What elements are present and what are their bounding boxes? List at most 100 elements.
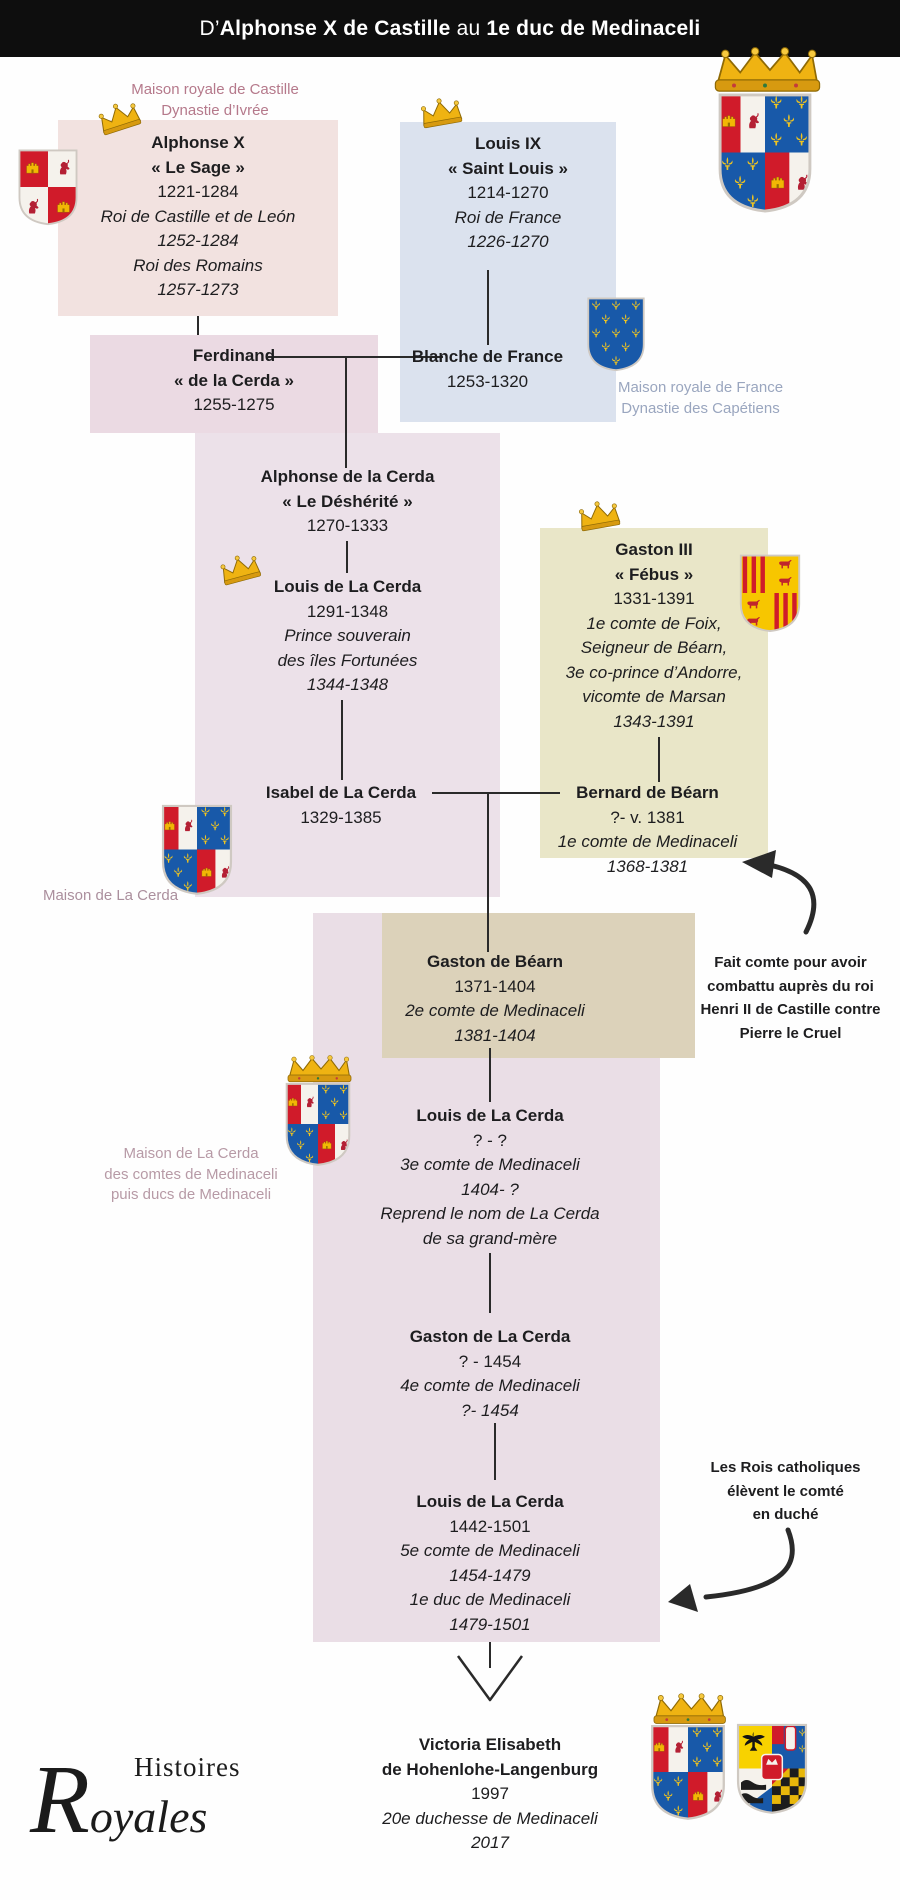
text-line: 1e comte de Medinaceli bbox=[557, 832, 738, 851]
text-line: 1291-1348 bbox=[306, 601, 389, 621]
text-line: Louis de La Cerda bbox=[416, 1492, 564, 1511]
text-line: Louis de La Cerda bbox=[273, 577, 422, 596]
group-box-castille bbox=[58, 120, 338, 316]
text-line: Gaston III bbox=[615, 540, 693, 559]
text-line: ? - 1454 bbox=[458, 1351, 522, 1371]
text-line: 1253-1320 bbox=[446, 371, 529, 391]
text-line: Louis de La Cerda bbox=[416, 1106, 564, 1125]
text-line: « Saint Louis » bbox=[448, 158, 568, 178]
text-line: ? - ? bbox=[472, 1130, 508, 1150]
group-box-foix-bearn bbox=[540, 528, 768, 858]
label-maison-la-cerda: Maison de La Cerda bbox=[28, 886, 193, 907]
brand-logo: Royales Histoires bbox=[30, 1738, 260, 1868]
group-box-ferdinand bbox=[90, 335, 378, 433]
shield-castile-leon-icon bbox=[18, 149, 78, 226]
connector-line bbox=[487, 792, 489, 952]
shield-medinaceli-crowned-icon bbox=[643, 1692, 733, 1821]
text-line: Ferdinand bbox=[192, 346, 276, 365]
text-line: « Le Sage » bbox=[151, 157, 245, 177]
text-line: combattu auprès du roi bbox=[707, 977, 874, 995]
text-line: Isabel de La Cerda bbox=[265, 783, 417, 802]
annotation-fait-comte: Fait comte pour avoir combattu auprès du … bbox=[683, 951, 898, 1045]
text-line: 1329-1385 bbox=[300, 807, 382, 827]
text-line: « de la Cerda » bbox=[173, 370, 294, 390]
person-louis-de-la-cerda-3: Louis de La Cerda? - ?3e comte de Medina… bbox=[335, 1104, 645, 1251]
logo-histoires-text: Histoires bbox=[134, 1752, 241, 1782]
person-bernard-de-bearn: Bernard de Béarn ?- v. 1381 1e comte de Me… bbox=[530, 781, 765, 879]
shield-foix-bearn-icon bbox=[739, 554, 801, 633]
text-line: Fait comte pour avoir bbox=[714, 954, 867, 971]
text-line: vicomte de Marsan bbox=[582, 687, 726, 706]
text-line: 1371-1404 bbox=[454, 976, 536, 996]
text-line: 1226-1270 bbox=[467, 232, 549, 251]
person-alphonse-de-la-cerda: Alphonse de la Cerda« Le Déshérité »1270… bbox=[195, 465, 500, 539]
text-line: Pierre le Cruel bbox=[739, 1024, 842, 1042]
text-line: en duché bbox=[752, 1506, 819, 1523]
text-line: Dynastie des Capétiens bbox=[621, 399, 780, 417]
text-line: Gaston de Béarn bbox=[426, 952, 564, 971]
text-line: 1343-1391 bbox=[613, 711, 695, 731]
text-line: 1255-1275 bbox=[193, 395, 275, 414]
text-line: 1454-1479 bbox=[449, 1565, 531, 1585]
connector-line bbox=[341, 700, 343, 780]
group-box-la-cerda-upper bbox=[195, 433, 500, 897]
shield-la-cerda-crowned-icon bbox=[278, 1054, 358, 1167]
connector-line bbox=[489, 1253, 491, 1313]
person-ferdinand: Ferdinand « de la Cerda » 1255-1275 bbox=[90, 344, 378, 418]
text-line: Roi de France bbox=[454, 207, 562, 227]
text-line: Blanche de France bbox=[411, 347, 564, 366]
text-line: Maison royale de Castille bbox=[131, 81, 299, 98]
connector-line bbox=[487, 270, 489, 345]
logo-royales-text: Royales bbox=[30, 1746, 208, 1854]
text-line: Gaston de La Cerda bbox=[409, 1327, 571, 1346]
text-line: 1270-1333 bbox=[306, 516, 389, 535]
text-line: Dynastie d’Ivrée bbox=[161, 101, 269, 119]
marriage-line bbox=[432, 792, 560, 794]
text-line: des comtes de Medinaceli bbox=[104, 1165, 278, 1183]
text-line: 1214-1270 bbox=[467, 183, 549, 202]
text-line: Prince souverain bbox=[284, 626, 411, 645]
title-bar: D’Alphonse X de Castille au 1e duc de Me… bbox=[0, 0, 900, 57]
connector-line bbox=[346, 541, 348, 573]
text-line: de Hohenlohe-Langenburg bbox=[381, 1759, 599, 1779]
text-line: Seigneur de Béarn, bbox=[580, 638, 728, 657]
text-line: 1331-1391 bbox=[613, 589, 695, 608]
title-text: D’Alphonse X de Castille au 1e duc de Me… bbox=[199, 16, 701, 40]
crown-icon bbox=[653, 1693, 726, 1725]
group-box-bearn-overlap bbox=[382, 913, 695, 1058]
text-line: 1997 bbox=[471, 1784, 509, 1803]
connector-line bbox=[489, 1642, 491, 1668]
text-line: Roi des Romains bbox=[133, 255, 263, 275]
text-line: Maison de La Cerda bbox=[42, 887, 179, 904]
text-line: ?- v. 1381 bbox=[610, 807, 685, 827]
text-line: 1221-1284 bbox=[157, 182, 239, 201]
text-line: Bernard de Béarn bbox=[576, 783, 719, 802]
text-line: 1404- ? bbox=[461, 1179, 519, 1199]
text-line: 1e duc de Medinaceli bbox=[409, 1590, 571, 1609]
text-line: 1381-1404 bbox=[454, 1025, 536, 1045]
connector-line bbox=[197, 316, 199, 335]
person-blanche-de-france: Blanche de France 1253-1320 bbox=[380, 345, 595, 394]
text-line: Louis IX bbox=[474, 134, 542, 153]
text-line: 5e comte de Medinaceli bbox=[400, 1541, 580, 1560]
shield-medinaceli-crowned-icon bbox=[700, 45, 830, 214]
shield-hohenlohe-icon bbox=[736, 1723, 808, 1814]
crown-icon bbox=[287, 1054, 352, 1083]
text-line: Maison royale de France bbox=[617, 379, 784, 396]
text-line: élèvent le comté bbox=[727, 1482, 844, 1500]
text-line: Henri II de Castille contre bbox=[700, 1001, 881, 1018]
text-line: Maison de La Cerda bbox=[123, 1145, 259, 1162]
text-line: 3e co-prince d’Andorre, bbox=[565, 662, 743, 682]
